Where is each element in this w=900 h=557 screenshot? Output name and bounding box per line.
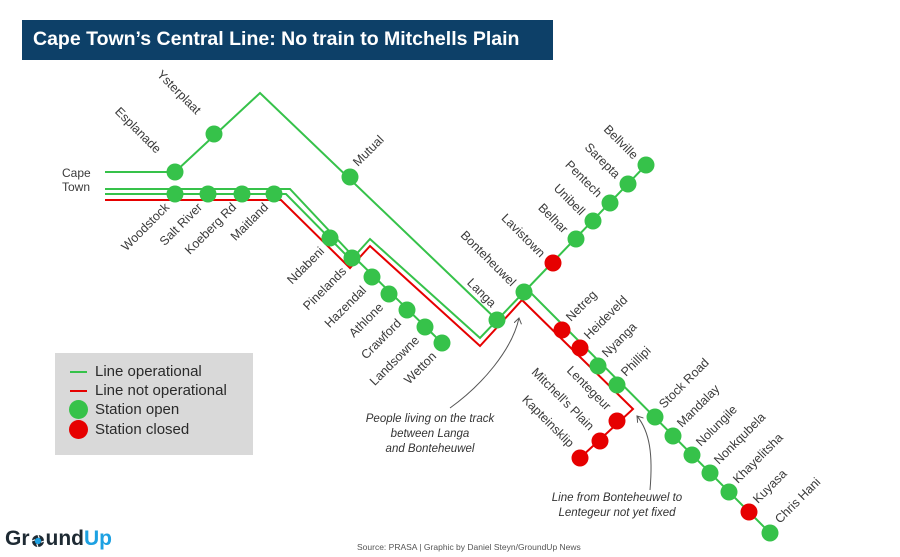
station-label: Bonteheuwel <box>458 228 519 289</box>
station-marker <box>321 229 339 247</box>
station-marker <box>205 125 223 143</box>
station-marker <box>637 156 655 174</box>
logo-text-prefix: Gr <box>5 527 30 550</box>
station-mutual[interactable]: Mutual <box>341 133 387 186</box>
station-langa[interactable]: Langa <box>464 276 506 329</box>
legend: Line operational Line not operational St… <box>55 353 253 455</box>
legend-label: Line operational <box>95 363 202 380</box>
station-marker <box>515 283 533 301</box>
aperture-icon <box>31 534 44 547</box>
station-label: Belhar <box>535 201 570 236</box>
station-marker <box>646 408 664 426</box>
station-marker <box>571 449 589 467</box>
station-marker <box>589 357 607 375</box>
station-esplanade[interactable]: Esplanade <box>112 104 184 181</box>
annotation-line: People living on the track <box>366 413 496 425</box>
station-marker <box>553 321 571 339</box>
line-southern <box>105 188 443 344</box>
annotation-line: Line from Bonteheuwel to <box>552 492 683 504</box>
station-marker <box>416 318 434 336</box>
legend-item-line-not-operational: Line not operational <box>68 381 227 400</box>
legend-item-station-open: Station open <box>68 400 179 419</box>
station-ysterplaat[interactable]: Ysterplaat <box>154 67 223 143</box>
origin-label-line1: Cape <box>62 166 91 180</box>
station-marker <box>363 268 381 286</box>
red-dot-icon <box>68 420 90 439</box>
legend-label: Station open <box>95 401 180 418</box>
logo-text-middle: und <box>45 527 84 550</box>
green-line-icon <box>68 362 90 381</box>
station-label: Ndabeni <box>284 244 327 287</box>
annotation-line: between Langa <box>391 428 470 440</box>
station-marker <box>398 301 416 319</box>
station-label: Mutual <box>350 133 386 169</box>
station-label: Esplanade <box>112 104 164 156</box>
station-label: Phillipi <box>618 344 653 379</box>
station-marker <box>199 185 217 203</box>
annotation-line: Lentegeur not yet fixed <box>559 507 677 519</box>
station-marker <box>488 311 506 329</box>
green-dot-icon <box>68 400 90 419</box>
station-marker <box>601 194 619 212</box>
station-marker <box>701 464 719 482</box>
legend-label: Line not operational <box>95 382 227 399</box>
legend-label: Station closed <box>95 421 190 438</box>
station-marker <box>608 376 626 394</box>
station-marker <box>166 163 184 181</box>
legend-item-line-operational: Line operational <box>68 362 202 381</box>
station-marker <box>619 175 637 193</box>
station-marker <box>664 427 682 445</box>
station-marker <box>567 230 585 248</box>
station-marker <box>720 483 738 501</box>
legend-item-station-closed: Station closed <box>68 420 189 439</box>
station-marker <box>761 524 779 542</box>
station-label: Lavistown <box>499 211 548 260</box>
annotation-line-not-fixed: Line from Bonteheuwel to Lentegeur not y… <box>552 492 683 519</box>
station-marker <box>584 212 602 230</box>
station-marker <box>166 185 184 203</box>
annotation-arrow-line-not-fixed <box>637 416 652 491</box>
logo-text-suffix: Up <box>84 527 112 550</box>
source-credit: Source: PRASA | Graphic by Daniel Steyn/… <box>357 542 581 552</box>
annotation-track-people: People living on the track between Langa… <box>366 413 496 455</box>
station-marker <box>341 168 359 186</box>
station-marker <box>544 254 562 272</box>
station-marker <box>380 285 398 303</box>
station-label: Ysterplaat <box>154 67 204 117</box>
annotation-line: and Bonteheuwel <box>386 443 475 455</box>
station-label: Kuyasa <box>750 467 789 506</box>
station-marker <box>433 334 451 352</box>
station-marker <box>740 503 758 521</box>
title-banner: Cape Town’s Central Line: No train to Mi… <box>22 20 553 60</box>
origin-label-line2: Town <box>62 180 90 194</box>
station-marker <box>683 446 701 464</box>
station-marker <box>265 185 283 203</box>
station-marker <box>233 185 251 203</box>
station-woodstock[interactable]: Woodstock <box>119 185 184 254</box>
station-marker <box>571 339 589 357</box>
red-line-icon <box>68 381 90 400</box>
page-title: Cape Town’s Central Line: No train to Mi… <box>33 28 520 50</box>
station-marker <box>608 412 626 430</box>
station-marker <box>343 249 361 267</box>
groundup-logo[interactable]: Gr und Up <box>5 527 112 551</box>
station-marker <box>591 432 609 450</box>
annotation-arrow-track-people <box>449 318 519 409</box>
